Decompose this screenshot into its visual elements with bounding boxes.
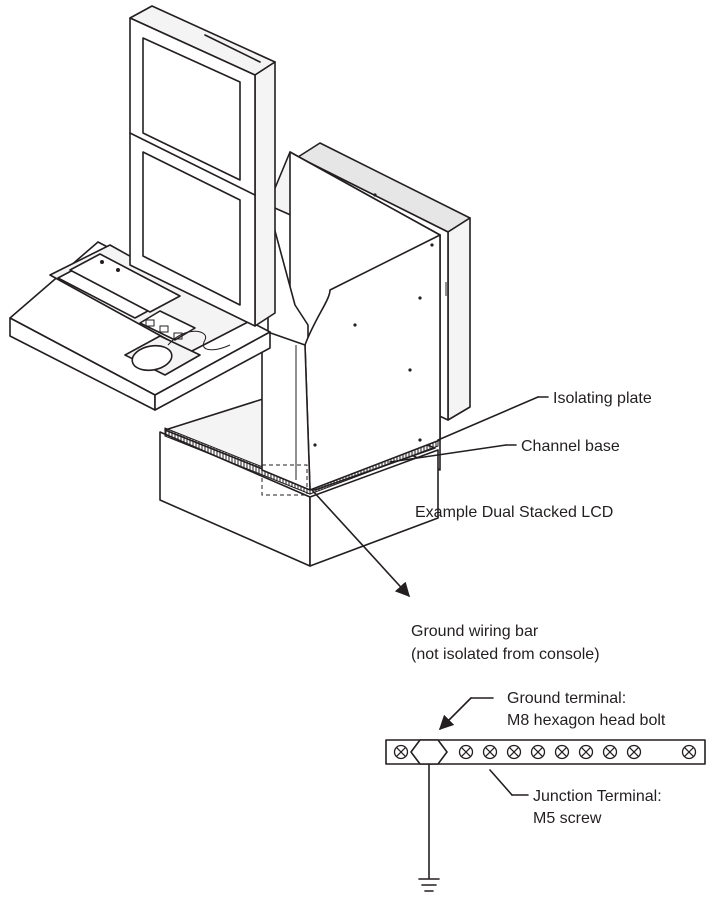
- m5-screw-icon: [578, 744, 594, 760]
- m5-screw-icon: [602, 744, 618, 760]
- label-junction-terminal: Junction Terminal:: [533, 788, 662, 805]
- ground-terminal-bar: Ground terminal: M8 hexagon head bolt Ju…: [385, 690, 706, 892]
- m5-screw-icon: [393, 744, 409, 760]
- m5-screw-icon: [482, 744, 498, 760]
- label-ground-terminal: Ground terminal:: [507, 690, 626, 707]
- dual-stacked-lcd: [129, 5, 276, 327]
- m5-screw-icon: [626, 744, 642, 760]
- label-example-dual-stacked-lcd: Example Dual Stacked LCD: [415, 504, 613, 521]
- m8-hexagon-bolt-icon: [410, 739, 448, 765]
- ground-symbol-icon: [418, 878, 440, 892]
- m5-screw-icon: [554, 744, 570, 760]
- keyboard-desk: [9, 241, 271, 411]
- m5-screw-icon: [506, 744, 522, 760]
- console-illustration: [9, 5, 471, 567]
- label-ground-terminal-spec: M8 hexagon head bolt: [507, 712, 666, 729]
- m5-screw-row: [393, 744, 697, 760]
- label-ground-wiring-bar: Ground wiring bar: [411, 623, 539, 640]
- label-isolating-plate: Isolating plate: [553, 390, 652, 407]
- label-channel-base: Channel base: [521, 438, 620, 455]
- label-junction-terminal-spec: M5 screw: [533, 810, 602, 827]
- m5-screw-icon: [458, 744, 474, 760]
- m5-screw-icon: [530, 744, 546, 760]
- label-ground-wiring-bar-note: (not isolated from console): [411, 646, 600, 663]
- console-body-front: [261, 193, 447, 496]
- m5-screw-icon: [681, 744, 697, 760]
- callouts: Isolating plate Channel base Example Dua…: [311, 390, 652, 663]
